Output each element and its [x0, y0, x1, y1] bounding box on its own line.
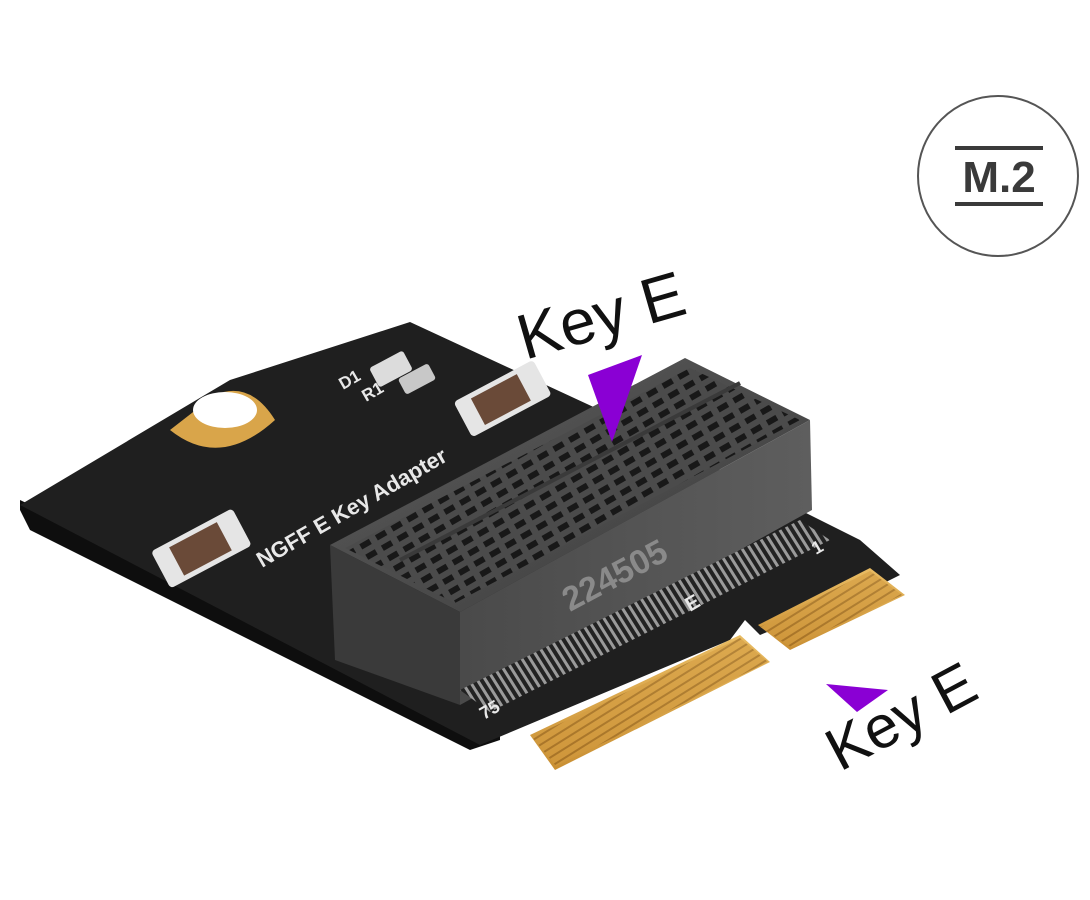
m2-badge: M.2	[917, 95, 1079, 257]
socket-front	[460, 420, 812, 705]
bottom-key-callout: Key E	[815, 649, 988, 783]
adapter-board: D1 R1 NGFF E Key Adapter 224505	[20, 322, 905, 770]
badge-circle	[917, 95, 1079, 257]
component-c1	[454, 361, 551, 436]
bottom-key-label: Key E	[815, 649, 988, 783]
socket-contacts	[345, 368, 800, 603]
socket-side	[330, 545, 460, 705]
mounting-hole	[193, 392, 257, 428]
key-e-socket: 224505	[330, 358, 812, 705]
component-c2	[152, 509, 251, 588]
top-key-arrow	[588, 355, 642, 442]
badge-label: M.2	[962, 153, 1035, 202]
solder-pins	[460, 520, 830, 712]
top-key-label: Key E	[509, 257, 693, 373]
bottom-key-arrow	[826, 684, 888, 712]
